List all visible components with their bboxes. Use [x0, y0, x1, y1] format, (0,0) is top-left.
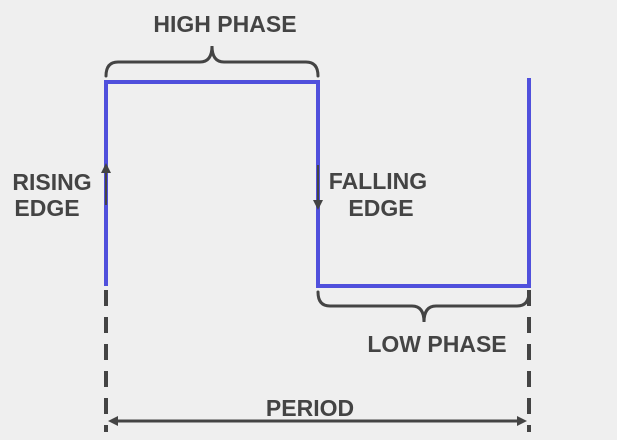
- period-label: PERIOD: [266, 395, 354, 421]
- rising-edge-label-line2: EDGE: [14, 195, 79, 221]
- falling-edge-label-line2: EDGE: [348, 195, 413, 221]
- low-phase-label: LOW PHASE: [367, 331, 506, 357]
- high-phase-brace: [104, 45, 320, 78]
- falling-edge-label-line1: FALLING: [329, 168, 427, 194]
- rising-edge-label-line1: RISING: [12, 169, 91, 195]
- high-phase-label: HIGH PHASE: [153, 11, 296, 37]
- low-phase-brace: [316, 290, 531, 323]
